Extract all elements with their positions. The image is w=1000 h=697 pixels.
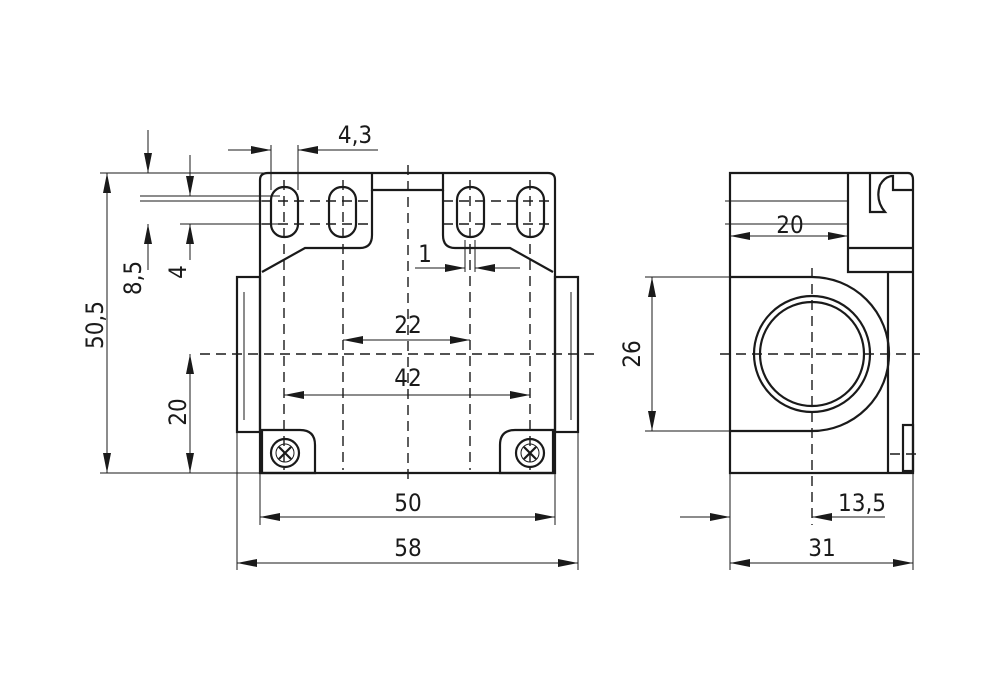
dim-overall-width: 58	[394, 534, 421, 562]
dim-inner-slot-spacing: 22	[394, 311, 421, 339]
side-lever-profile	[868, 173, 913, 214]
side-view	[720, 171, 920, 525]
side-dimensions: 20 26 13,5 31	[618, 200, 914, 570]
screw-left	[260, 428, 317, 475]
cross-screw-icon	[278, 446, 292, 460]
dim-slot-offset-b: 4	[164, 265, 192, 279]
side-top-block	[846, 173, 913, 274]
slot-centerlines	[262, 200, 553, 225]
dim-depth: 31	[808, 534, 835, 562]
right-slot-plate	[441, 190, 554, 273]
dim-outer-slot-spacing: 42	[394, 364, 421, 392]
dim-axis-height: 20	[164, 398, 192, 425]
dim-slot-gap: 1	[418, 240, 432, 268]
flange-hidden-lines	[243, 292, 572, 420]
dim-slot-width: 4,3	[338, 121, 372, 149]
dim-side-top-offset: 20	[776, 211, 803, 239]
screw-right	[498, 428, 555, 475]
centerlines	[200, 165, 600, 480]
side-body-outline	[728, 171, 915, 475]
dim-bore-height: 26	[618, 340, 646, 367]
front-dimensions: 4,3 8,5 4 50,5 20 1 22 42 50 58	[81, 121, 579, 570]
front-view	[200, 165, 600, 480]
side-centerlines	[720, 268, 920, 525]
cross-screw-icon	[523, 446, 537, 460]
dim-slot-offset-a: 8,5	[119, 261, 147, 295]
dim-total-height: 50,5	[81, 301, 109, 349]
left-slot-plate	[261, 190, 374, 273]
side-screw-detail	[901, 423, 915, 473]
dim-body-width: 50	[394, 489, 421, 517]
dim-axis-offset: 13,5	[838, 489, 886, 517]
